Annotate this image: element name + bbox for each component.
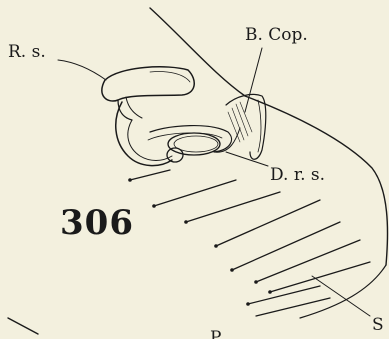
seta bbox=[186, 192, 280, 222]
seta bbox=[270, 262, 370, 292]
lower-left-stroke bbox=[8, 318, 38, 334]
figure-number: 306 bbox=[60, 206, 134, 240]
bursa-inner bbox=[258, 100, 261, 152]
seta bbox=[154, 180, 236, 206]
duct-ring-3 bbox=[174, 136, 218, 152]
receptaculum-neck-inner bbox=[126, 97, 142, 118]
body-outline-lower bbox=[300, 265, 386, 318]
coiled-duct bbox=[116, 102, 172, 166]
label-s: S bbox=[372, 317, 384, 334]
coiled-duct-inner bbox=[128, 120, 172, 161]
label-bursa-copulatrix: B. Cop. bbox=[245, 27, 308, 44]
setae-group bbox=[130, 170, 370, 316]
receptaculum-shading bbox=[150, 71, 190, 82]
leader-s bbox=[312, 276, 370, 316]
seta bbox=[130, 170, 170, 180]
label-receptaculum-seminis: R. s. bbox=[8, 44, 46, 61]
label-ductus-receptaculi: D. r. s. bbox=[270, 167, 325, 184]
bursa-striation-4 bbox=[228, 112, 240, 142]
leader-r-s bbox=[58, 60, 106, 80]
receptaculum-seminis bbox=[102, 67, 194, 101]
label-p: P bbox=[210, 330, 221, 339]
duct-loop bbox=[150, 126, 232, 152]
setae-bases bbox=[128, 178, 272, 306]
bursa-striation-1 bbox=[232, 108, 244, 140]
seta bbox=[232, 222, 340, 270]
bursa-copulatrix bbox=[226, 94, 266, 159]
body-outline bbox=[150, 8, 388, 265]
receptaculum-neck bbox=[118, 100, 132, 120]
leader-d-r-s bbox=[226, 152, 268, 166]
seta bbox=[256, 240, 360, 282]
seta bbox=[248, 286, 320, 304]
seta bbox=[256, 298, 330, 316]
